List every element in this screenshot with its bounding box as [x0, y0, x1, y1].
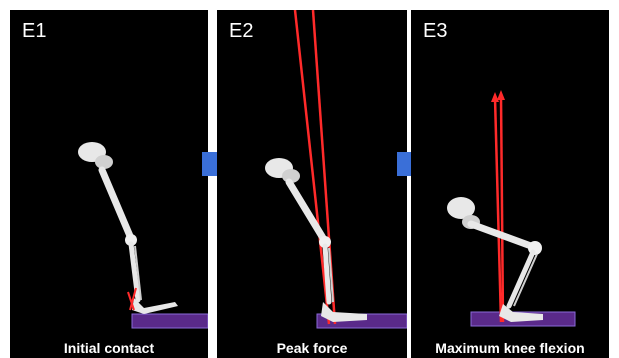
- femur: [102, 170, 130, 236]
- panel-e2: E2 Peak force: [217, 10, 407, 358]
- panel-caption: Peak force: [217, 340, 407, 356]
- panel-e1: E1 Initial contact: [10, 10, 208, 358]
- skeleton-scene-e1: [10, 10, 208, 358]
- panel-label: E1: [22, 20, 46, 43]
- panel-e3: E3 Maximum knee flexion: [411, 10, 609, 358]
- panel-label: E2: [229, 20, 253, 43]
- force-vector-head: [491, 92, 499, 102]
- panel-caption: Maximum knee flexion: [411, 340, 609, 356]
- force-plate: [132, 314, 208, 328]
- skeleton-scene-e2: [217, 10, 407, 358]
- tibia: [509, 252, 533, 306]
- force-vector-head: [497, 90, 505, 100]
- fibula: [514, 254, 537, 306]
- panel-caption: Initial contact: [10, 340, 208, 356]
- skeleton-scene-e3: [411, 10, 609, 358]
- hip: [95, 155, 113, 169]
- panel-label: E3: [423, 20, 447, 43]
